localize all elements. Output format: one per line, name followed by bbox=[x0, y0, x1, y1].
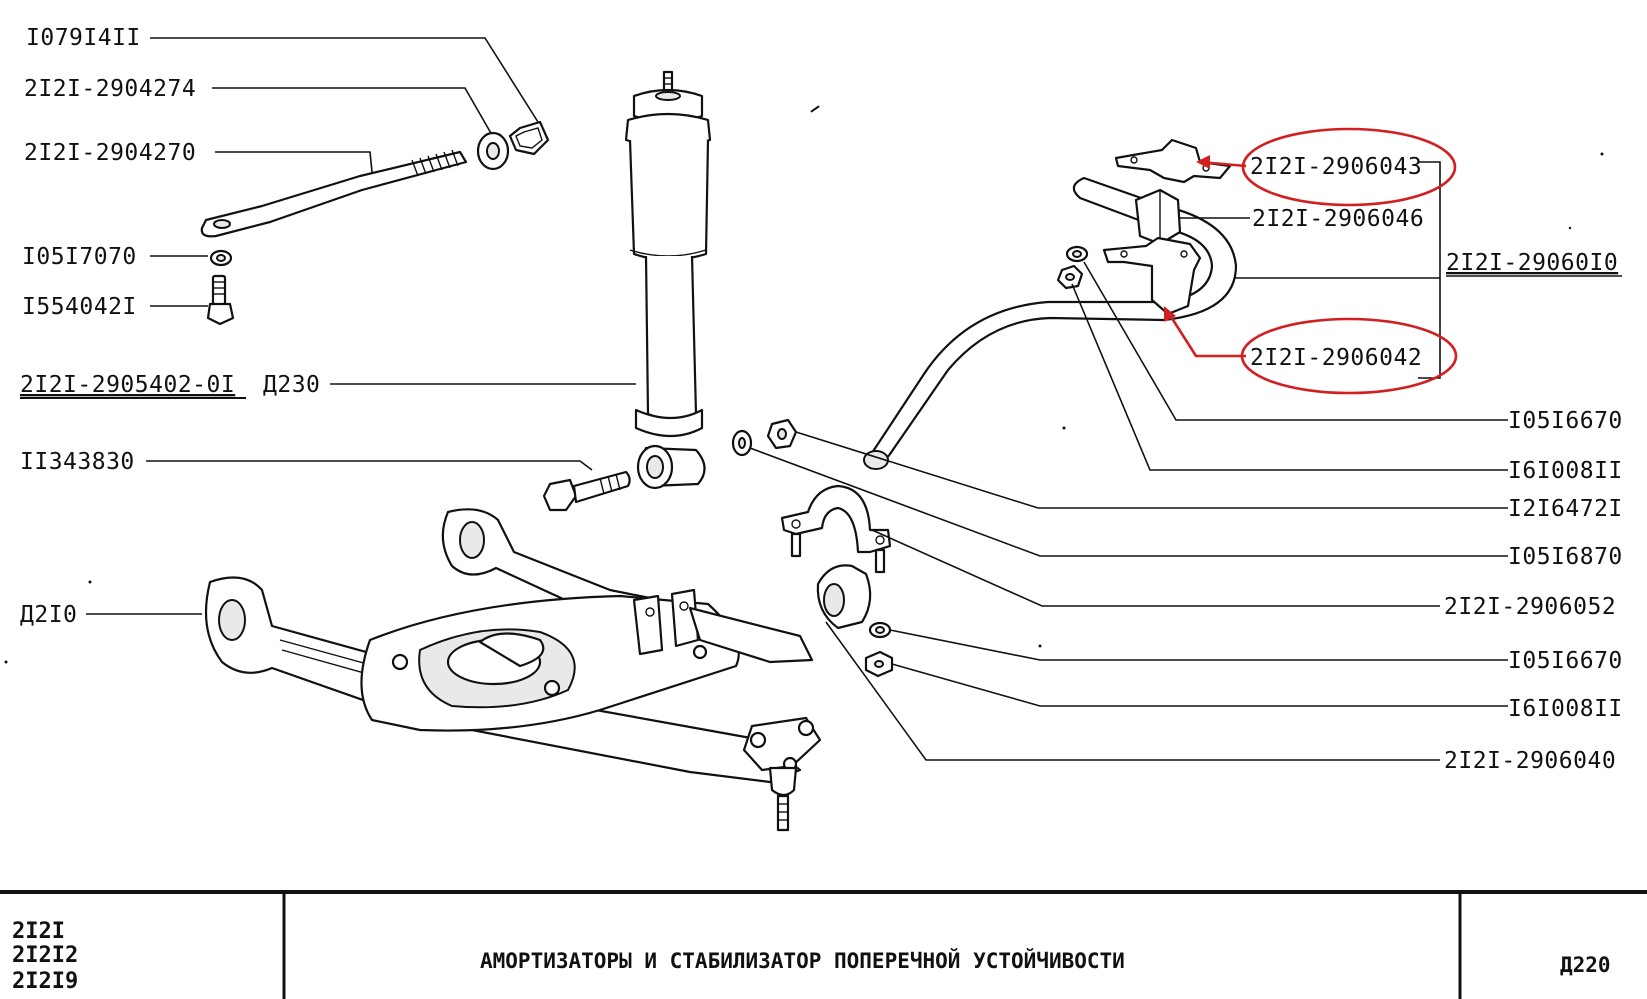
highlight-arrow-2906042 bbox=[1166, 311, 1246, 358]
upper-bracket-part bbox=[1114, 138, 1232, 184]
label-II343830[interactable]: II343830 bbox=[20, 449, 135, 475]
mid-washer-part bbox=[731, 429, 753, 457]
leader-I05I6670-low bbox=[889, 629, 1508, 661]
label-2I2I-2906043[interactable]: 2I2I-2906043 bbox=[1250, 154, 1422, 180]
label-I2I6472I[interactable]: I2I6472I bbox=[1508, 496, 1623, 522]
leader-I05I6670-top bbox=[1083, 261, 1508, 421]
leader-I079I4II bbox=[150, 37, 539, 123]
model-code-3: 2I2I9 bbox=[12, 969, 78, 994]
label-I6I008II-low[interactable]: I6I008II bbox=[1508, 696, 1623, 722]
label-2I2I-2906052[interactable]: 2I2I-2906052 bbox=[1444, 594, 1616, 620]
highlight-ellipse-2906043 bbox=[1241, 127, 1457, 207]
upper-nut-part bbox=[1056, 264, 1084, 290]
lower-washer-part bbox=[868, 621, 892, 639]
lower-bracket-part bbox=[1102, 236, 1202, 316]
washer-part bbox=[476, 131, 510, 171]
label-2I2I-2904274[interactable]: 2I2I-2904274 bbox=[24, 76, 196, 102]
label-2I2I-2906046[interactable]: 2I2I-2906046 bbox=[1252, 206, 1424, 232]
upper-bushing-part bbox=[1134, 188, 1182, 246]
label-D2I0[interactable]: Д2I0 bbox=[20, 602, 77, 628]
upper-washer-part bbox=[1065, 245, 1089, 263]
label-2I2I-2905402-0I[interactable]: 2I2I-2905402-0I bbox=[20, 372, 235, 398]
lower-nut-part bbox=[864, 650, 894, 678]
title-block: 2I2I 2I2I2 2I2I9 АМОРТИЗАТОРЫ И СТАБИЛИЗ… bbox=[0, 890, 1647, 999]
long-bolt-part bbox=[542, 470, 631, 512]
control-arm-part bbox=[204, 508, 822, 832]
leader-I6I008II-top bbox=[1071, 283, 1508, 471]
label-I05I7070[interactable]: I05I7070 bbox=[22, 244, 137, 270]
leader-2I2I-2904270 bbox=[215, 151, 373, 173]
strut-rod-part bbox=[200, 149, 468, 238]
highlight-arrowhead-2906043 bbox=[1196, 155, 1210, 169]
small-bolt-part bbox=[206, 274, 235, 326]
model-code-2: 2I2I2 bbox=[12, 943, 78, 968]
highlight-arrowhead-2906042 bbox=[1164, 306, 1176, 322]
label-D230[interactable]: Д230 bbox=[263, 372, 320, 398]
label-2I2I-2906040[interactable]: 2I2I-2906040 bbox=[1444, 748, 1616, 774]
nut-part bbox=[508, 120, 550, 156]
leader-2I2I-2906052 bbox=[871, 529, 1440, 607]
leader-2I2I-2906040 bbox=[825, 621, 1440, 761]
lower-bushing-part bbox=[816, 564, 872, 630]
sheet-title: АМОРТИЗАТОРЫ И СТАБИЛИЗАТОР ПОПЕРЕЧНОЙ У… bbox=[480, 948, 1125, 973]
label-2I2I-2906042[interactable]: 2I2I-2906042 bbox=[1250, 345, 1422, 371]
label-I05I6670-top[interactable]: I05I6670 bbox=[1508, 408, 1623, 434]
label-I05I6870[interactable]: I05I6870 bbox=[1508, 544, 1623, 570]
print-specks bbox=[4, 105, 1604, 664]
leader-I05I6870 bbox=[749, 447, 1508, 557]
bracket-2I2I-29060I0 bbox=[1418, 161, 1441, 379]
mid-nut-part bbox=[766, 418, 798, 450]
sheet-page-code: Д220 bbox=[1560, 953, 1611, 977]
label-I05I6670-low[interactable]: I05I6670 bbox=[1508, 648, 1623, 674]
highlight-ellipse-2906042 bbox=[1240, 317, 1458, 395]
shock-absorber-part bbox=[624, 70, 712, 490]
label-I6I008II-top[interactable]: I6I008II bbox=[1508, 458, 1623, 484]
leader-2I2I-2904274 bbox=[212, 87, 493, 136]
label-2I2I-29060I0[interactable]: 2I2I-29060I0 bbox=[1446, 250, 1618, 276]
label-I554042I[interactable]: I554042I bbox=[22, 294, 137, 320]
leader-I2I6472I bbox=[795, 431, 1508, 509]
lower-clamp-part bbox=[780, 484, 892, 574]
leader-II343830 bbox=[146, 460, 593, 471]
leader-I6I008II-low bbox=[891, 663, 1508, 707]
label-2I2I-2904270[interactable]: 2I2I-2904270 bbox=[24, 140, 196, 166]
label-I079I4II[interactable]: I079I4II bbox=[26, 25, 141, 51]
model-code-1: 2I2I bbox=[12, 919, 65, 944]
small-washer-part bbox=[209, 249, 233, 267]
